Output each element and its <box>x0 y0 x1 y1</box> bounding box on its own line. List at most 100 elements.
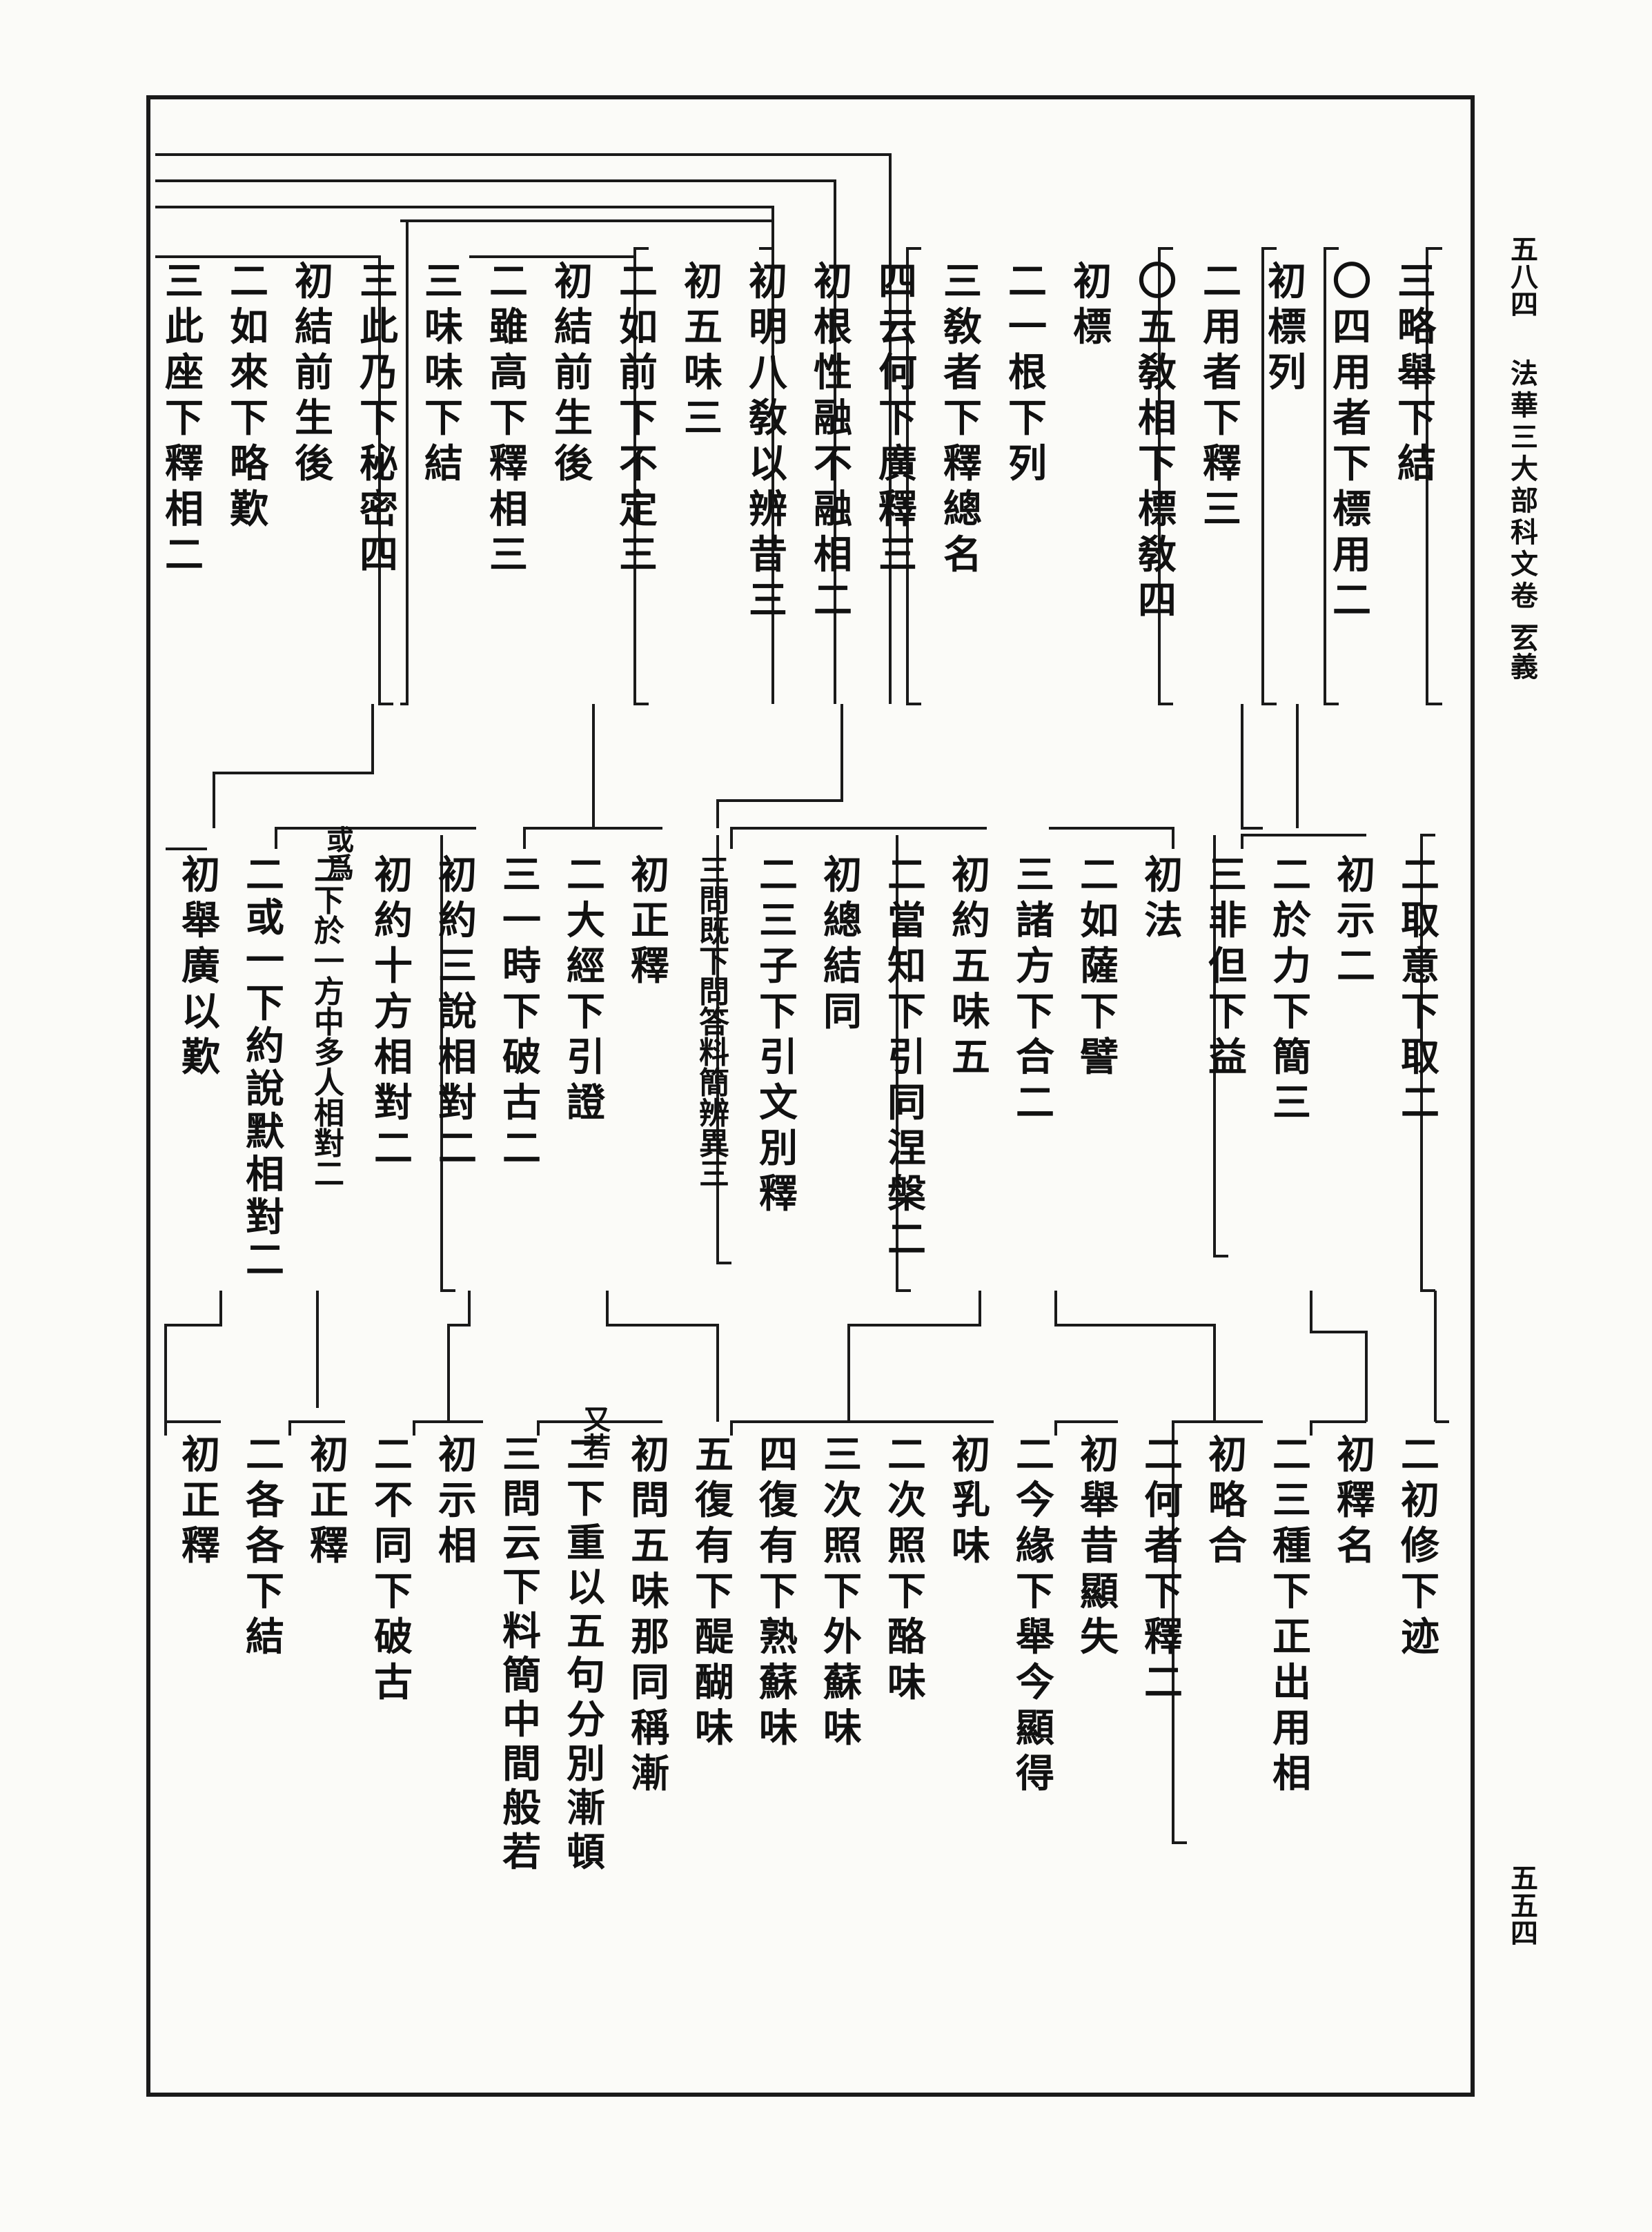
outline-char: 正 <box>181 1478 220 1523</box>
outline-entry: 初法 <box>1141 856 1186 940</box>
outline-char: 二 <box>1144 1432 1183 1478</box>
outline-char: 引 <box>759 1035 798 1080</box>
outline-char: 二 <box>246 852 284 898</box>
outline-char: 初 <box>181 1432 220 1478</box>
outline-char: 次 <box>823 1478 862 1523</box>
outline-char: 云 <box>502 1520 541 1566</box>
outline-char: 約 <box>246 1024 284 1069</box>
outline-char: 二 <box>567 852 605 898</box>
outline-char: 者 <box>943 350 982 395</box>
outline-char: 問 <box>502 1476 541 1522</box>
outline-char: 問 <box>631 1478 669 1523</box>
outline-char: 二 <box>1401 1080 1439 1126</box>
outline-char: 釋 <box>165 441 204 487</box>
outline-char: 顯 <box>1080 1569 1119 1614</box>
outline-char: 三 <box>699 853 729 888</box>
outline-char: 二 <box>502 1126 541 1171</box>
outline-char: 顯 <box>1016 1705 1054 1751</box>
outline-char: 分 <box>567 1697 605 1743</box>
outline-char: 於 <box>314 914 344 949</box>
outline-char: 中 <box>314 1005 344 1040</box>
outline-char: 廣 <box>878 441 917 487</box>
outline-entry: 初約五味五 <box>949 856 993 1077</box>
outline-entry: 初示二 <box>1334 856 1378 986</box>
outline-char: 以 <box>181 989 220 1035</box>
outline-char: 三 <box>1272 1080 1311 1126</box>
outline-char: 別 <box>567 1741 605 1787</box>
outline-char: 舉 <box>1016 1614 1054 1660</box>
outline-entry: 二用者下釋三 <box>1200 262 1244 529</box>
outline-char: 辨 <box>749 487 787 532</box>
outline-char: 釋 <box>310 1523 348 1569</box>
outline-char: 初 <box>1401 1478 1439 1523</box>
outline-char: 別 <box>759 1126 798 1171</box>
outline-char: 初 <box>554 259 593 304</box>
outline-char: 譬 <box>1080 1035 1119 1080</box>
outline-char: 略 <box>230 441 268 487</box>
outline-char: 敎 <box>1138 532 1177 578</box>
outline-char: 相 <box>438 1035 477 1080</box>
outline-char: 五 <box>1138 304 1177 350</box>
outline-char: 下 <box>502 1565 541 1610</box>
outline-entry: 二不同下破古 <box>371 1436 415 1702</box>
outline-char: 初 <box>631 1432 669 1478</box>
outline-char: 釋 <box>1337 1478 1375 1523</box>
outline-char: 默 <box>246 1109 284 1155</box>
outline-char: 二 <box>1144 1660 1183 1705</box>
outline-char: 初 <box>1144 852 1183 898</box>
outline-char: 約 <box>438 898 477 943</box>
outline-char: 融 <box>814 487 852 532</box>
outline-char: 迹 <box>1401 1614 1439 1660</box>
outline-char: 後 <box>295 441 333 487</box>
outline-char: 列 <box>1268 350 1306 395</box>
outline-char: 初 <box>814 259 852 304</box>
outline-entry: 二下重以五句分別漸頓又若 <box>564 1405 611 1872</box>
outline-char: 下 <box>759 1569 798 1614</box>
outline-char: 下 <box>1401 1569 1439 1614</box>
outline-char: 二 <box>438 1126 477 1171</box>
outline-entry: 初結前生後 <box>551 262 596 483</box>
outline-char: 略 <box>1397 304 1436 350</box>
outline-char: 下 <box>695 1569 734 1614</box>
outline-char: 二 <box>814 578 852 623</box>
outline-char: 簡 <box>699 1066 729 1101</box>
outline-char: 初 <box>1268 259 1306 304</box>
outline-char: 般 <box>502 1785 541 1831</box>
outline-char: 大 <box>567 898 605 943</box>
outline-entry: 初舉昔顯失 <box>1077 1436 1121 1656</box>
outline-char: 方 <box>374 989 413 1035</box>
outline-entry: 二各各下結 <box>243 1436 287 1656</box>
outline-char: 下 <box>1016 989 1054 1035</box>
outline-char: 初 <box>438 1432 477 1478</box>
outline-char: 初 <box>438 852 477 898</box>
outline-char: 何 <box>1144 1478 1183 1523</box>
outline-char: 此 <box>165 304 204 350</box>
outline-entry: 初標 <box>1070 262 1114 346</box>
outline-char: 用 <box>1272 1705 1311 1751</box>
outline-char: 味 <box>887 1660 926 1705</box>
outline-char: 各 <box>246 1523 284 1569</box>
outline-entry: 四復有下熟蘇味 <box>756 1436 800 1748</box>
outline-char: 涅 <box>887 1126 926 1171</box>
outline-char: 三 <box>1272 1478 1311 1523</box>
outline-char: 同 <box>374 1523 413 1569</box>
outline-char: 三 <box>489 532 528 578</box>
outline-char: 昔 <box>1080 1523 1119 1569</box>
outline-char: 何 <box>878 350 917 395</box>
outline-char: 三 <box>749 578 787 623</box>
outline-char: 對 <box>374 1080 413 1126</box>
interlinear-note: 又若 <box>578 1405 611 1460</box>
outline-char: 三 <box>1203 487 1241 532</box>
outline-char: 下 <box>1008 395 1047 441</box>
outline-char: 下 <box>1333 441 1371 487</box>
outline-entry: 二三子下引文別釋 <box>756 856 800 1213</box>
outline-char: 合 <box>1016 1035 1054 1080</box>
outline-entry: 三諸方下合二 <box>1013 856 1057 1122</box>
outline-char: 下 <box>489 395 528 441</box>
outline-char: 醍 <box>695 1614 734 1660</box>
outline-char: 下 <box>943 395 982 441</box>
outline-char: 下 <box>823 1569 862 1614</box>
outline-entry: 二何者下釋二 <box>1141 1436 1186 1702</box>
outline-char: 二 <box>619 259 658 304</box>
outline-char: 來 <box>230 350 268 395</box>
